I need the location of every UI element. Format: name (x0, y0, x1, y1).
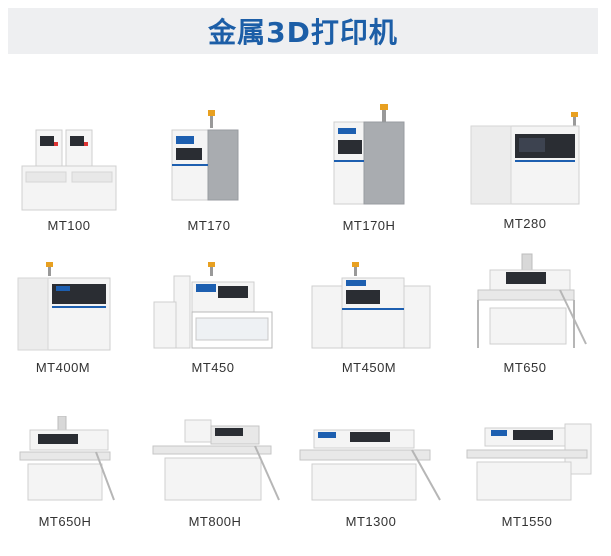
mt800h-machine-image (152, 419, 280, 501)
product-card[interactable]: MT100 (0, 120, 144, 233)
mt280-machine-image (470, 112, 580, 205)
mt650-machine-image (477, 253, 587, 348)
mt400m-machine-image (17, 262, 111, 351)
product-name: MT800H (188, 514, 242, 529)
mt170h-machine-image (333, 104, 405, 205)
product-name: MT650H (38, 514, 92, 529)
title-bar: 金属3D打印机 (8, 8, 598, 54)
product-name: MT450M (341, 360, 397, 375)
product-name: MT1300 (345, 514, 397, 529)
product-name: MT650 (503, 360, 547, 375)
product-card[interactable]: MT170 (134, 108, 284, 233)
mt650h-machine-image (19, 416, 115, 501)
mt170-machine-image (171, 110, 239, 201)
product-card[interactable]: MT400M (0, 262, 138, 375)
product-card[interactable]: MT450M (294, 262, 444, 375)
mt450-machine-image (153, 262, 273, 349)
product-card[interactable]: MT1550 (452, 416, 602, 529)
product-card[interactable]: MT1300 (296, 416, 446, 529)
mt1300-machine-image (299, 429, 441, 501)
product-name: MT280 (503, 216, 547, 231)
mt100-machine-image (21, 129, 117, 211)
product-card[interactable]: MT170H (294, 104, 444, 233)
product-card[interactable]: MT650H (0, 416, 140, 529)
page-title: 金属3D打印机 (208, 16, 398, 49)
product-name: MT100 (47, 218, 91, 233)
product-name: MT170H (342, 218, 396, 233)
product-name: MT1550 (501, 514, 553, 529)
product-name: MT450 (191, 360, 235, 375)
mt450m-machine-image (311, 262, 431, 349)
product-card[interactable]: MT280 (450, 112, 600, 231)
product-card[interactable]: MT800H (140, 416, 290, 529)
mt1550-machine-image (466, 423, 592, 501)
product-name: MT170 (187, 218, 231, 233)
product-card[interactable]: MT450 (138, 262, 288, 375)
product-name: MT400M (35, 360, 91, 375)
product-card[interactable]: MT650 (450, 252, 600, 375)
